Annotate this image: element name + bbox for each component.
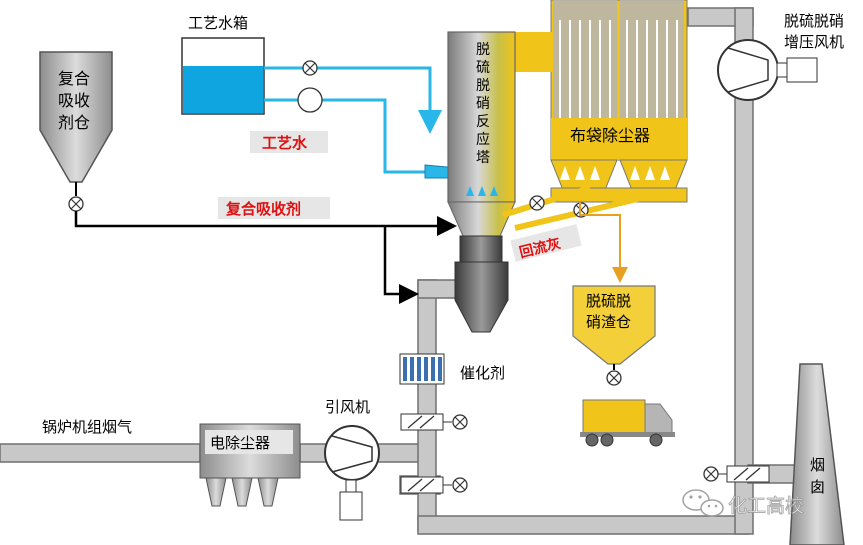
residue-silo-label-2: 硝渣仓 [586,313,631,331]
wechat-icon [682,489,724,517]
fan-icon [717,39,779,101]
process-water-tank-label: 工艺水箱 [188,14,248,32]
pump-icon [297,87,323,113]
booster-fan-label-2: 增压风机 [784,33,844,51]
reactor-label-2: 硫 [476,60,490,76]
absorbent-silo-label-3: 剂仓 [58,113,90,132]
truck-icon [580,399,675,447]
ash-valve-1[interactable] [529,195,545,211]
absorbent-feed-lines [74,211,457,304]
damper-chimney[interactable] [703,465,770,483]
residue-discharge-line [579,202,628,283]
catalyst-module: 催化剂 [399,353,505,385]
residue-silo-label-1: 脱硫脱 [586,292,631,310]
flue-gas-ducts [0,7,797,535]
damper-upper[interactable] [400,413,468,431]
watermark-text: 化工高校 [728,495,804,517]
booster-fan-label-1: 脱硫脱硝 [784,12,844,30]
bag-filter-label: 布袋除尘器 [570,126,650,145]
booster-fan: 脱硫脱硝 增压风机 [717,12,844,101]
induced-draft-fan-label: 引风机 [325,398,370,416]
absorbent-valve[interactable] [68,196,84,212]
residue-valve[interactable] [606,370,622,386]
chimney: 烟 囱 [789,363,845,545]
reactor-label-5: 反 [476,114,490,130]
reactor-label-7: 塔 [476,150,490,166]
water-pump[interactable] [297,87,323,113]
process-water-lines [264,66,442,174]
process-water-label: 工艺水 [262,134,308,152]
absorbent-silo: 复合 吸收 剂仓 [39,51,113,183]
process-water-label-box: 工艺水 [250,131,328,153]
recirculated-ash-label-box: 回流灰 [510,224,582,262]
water-valve[interactable] [302,60,318,76]
watermark: 化工高校 [682,489,804,517]
reactor-label-6: 应 [476,131,490,148]
reactor-label-4: 硝 [476,96,490,112]
chimney-label-2: 囱 [810,478,825,496]
process-water-tank: 工艺水箱 [181,14,265,115]
electrostatic-precipitator: 电除尘器 [199,423,301,507]
bag-filter: 布袋除尘器 [550,0,688,203]
residue-silo: 脱硫脱 硝渣仓 [572,285,656,365]
composite-absorbent-label-box: 复合吸收剂 [218,197,330,219]
reactor-label-1: 脱 [476,42,490,58]
chimney-label-1: 烟 [810,456,825,474]
induced-draft-fan: 引风机 [324,398,380,521]
damper-lower[interactable] [400,476,468,494]
absorbent-silo-label-1: 复合 [58,69,90,88]
esp-label: 电除尘器 [210,434,270,452]
catalyst-label: 催化剂 [460,364,505,382]
absorbent-silo-label-2: 吸收 [58,91,90,110]
reactor-label-3: 脱 [476,78,490,94]
composite-absorbent-label: 复合吸收剂 [225,200,301,218]
boiler-flue-gas-label: 锅炉机组烟气 [42,418,132,436]
reactor-tower: 脱 硫 脱 硝 反 应 塔 [447,31,553,333]
